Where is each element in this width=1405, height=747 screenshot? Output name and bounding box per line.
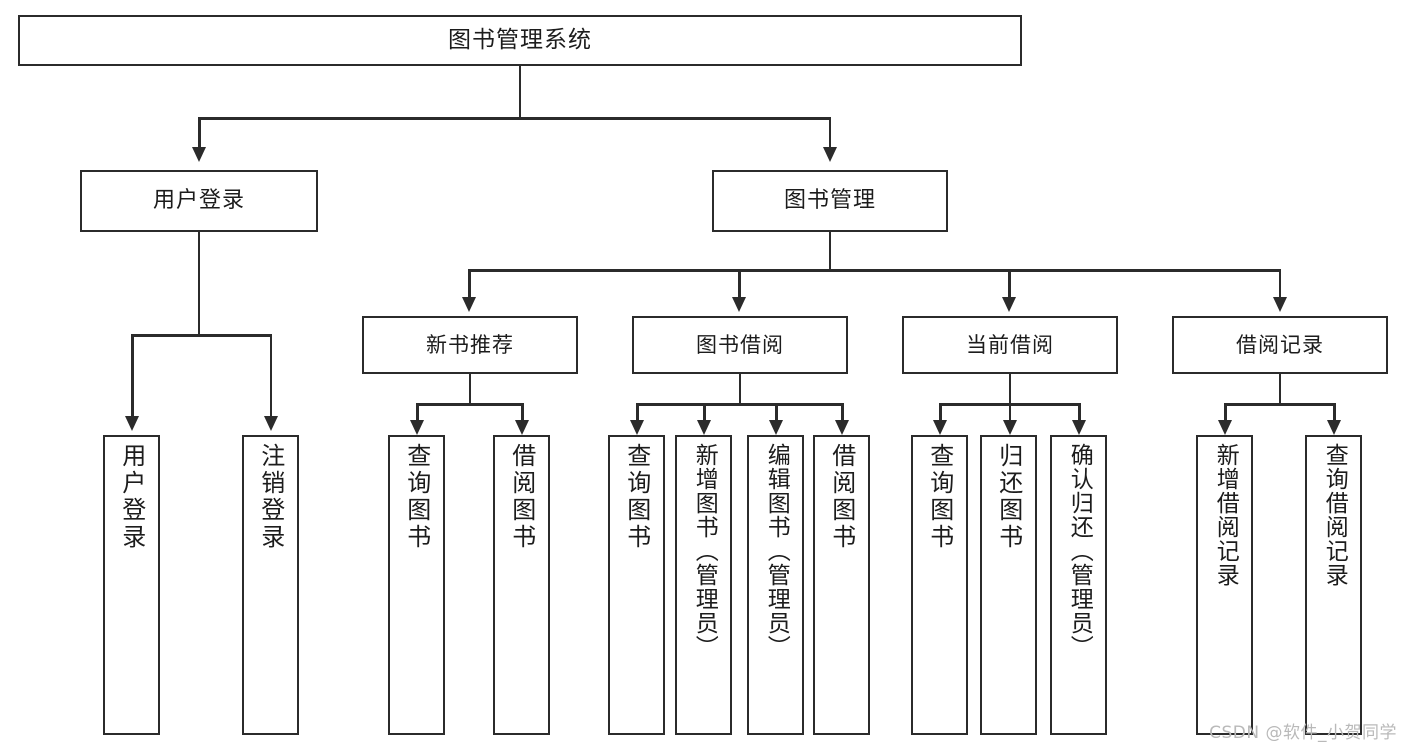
leaf-add-book-admin[interactable]: 新增图书（管理员） (675, 435, 732, 735)
node-label: 编辑图书（管理员） (763, 443, 790, 659)
connector-current-borrow-stem (1008, 374, 1012, 405)
connector-borrow-record-stem (1278, 374, 1282, 405)
arrowhead-to-leaf-add-borrow-record (1218, 420, 1232, 435)
node-root-system[interactable]: 图书管理系统 (18, 15, 1022, 66)
node-label: 用户登录 (152, 188, 245, 214)
connector-br-to-leaf-1 (1224, 403, 1227, 422)
connector-bus-to-book-borrow (738, 269, 741, 299)
connector-bus-to-borrow-record (1278, 269, 1281, 299)
leaf-borrow-book-new-recommend[interactable]: 借阅图书 (493, 435, 550, 735)
node-label: 注销登录 (256, 443, 285, 551)
node-label: 图书管理系统 (448, 27, 592, 54)
connector-bb-to-leaf-2 (703, 403, 706, 422)
node-label: 新书推荐 (426, 332, 514, 357)
node-label: 图书管理 (783, 188, 876, 214)
node-label: 借阅记录 (1236, 332, 1324, 357)
node-book-management[interactable]: 图书管理 (712, 170, 948, 232)
leaf-query-book-current[interactable]: 查询图书 (911, 435, 968, 735)
connector-bus-to-current-borrow (1008, 269, 1011, 299)
connector-user-login-to-leaf-1 (131, 334, 134, 418)
connector-bb-to-leaf-4 (841, 403, 844, 422)
connector-level3-bus (468, 269, 1281, 272)
connector-root-to-user-login (198, 117, 201, 149)
connector-bb-to-leaf-1 (636, 403, 639, 422)
node-label: 当前借阅 (966, 332, 1054, 357)
arrowhead-to-leaf-user-login (125, 416, 139, 431)
leaf-query-borrow-record[interactable]: 查询借阅记录 (1305, 435, 1362, 735)
node-label: 查询借阅记录 (1321, 443, 1348, 587)
node-label: 查询图书 (622, 443, 651, 551)
connector-root-to-book-management (828, 117, 831, 149)
arrowhead-to-new-book-recommend (462, 297, 476, 312)
arrowhead-to-book-borrow (732, 297, 746, 312)
node-label: 图书借阅 (696, 332, 784, 357)
arrowhead-to-leaf-confirm-return-admin (1072, 420, 1086, 435)
node-label: 借阅图书 (827, 443, 856, 551)
arrowhead-to-leaf-query-book-1 (410, 420, 424, 435)
arrowhead-to-leaf-edit-book-admin (769, 420, 783, 435)
connector-borrow-record-bus (1224, 403, 1335, 406)
leaf-edit-book-admin[interactable]: 编辑图书（管理员） (747, 435, 804, 735)
arrowhead-to-borrow-record (1272, 297, 1287, 312)
connector-cb-to-leaf-2 (1008, 403, 1012, 422)
node-book-borrow[interactable]: 图书借阅 (632, 316, 848, 374)
leaf-confirm-return-admin[interactable]: 确认归还（管理员） (1050, 435, 1107, 735)
connector-bb-to-leaf-3 (775, 403, 778, 422)
arrowhead-to-leaf-logout-login (263, 416, 278, 431)
connector-root-bus (198, 117, 831, 120)
leaf-logout-login[interactable]: 注销登录 (242, 435, 299, 735)
connector-user-login-to-leaf-2 (269, 334, 272, 418)
leaf-query-book-new-recommend[interactable]: 查询图书 (388, 435, 445, 735)
connector-bus-to-new-book-recommend (468, 269, 471, 299)
node-borrow-record[interactable]: 借阅记录 (1172, 316, 1388, 374)
arrowhead-to-leaf-borrow-book-1 (515, 420, 529, 435)
node-user-login[interactable]: 用户登录 (80, 170, 318, 232)
connector-cb-to-leaf-3 (1078, 403, 1081, 422)
connector-user-login-bus (131, 334, 272, 337)
node-current-borrow[interactable]: 当前借阅 (902, 316, 1118, 374)
node-label: 确认归还（管理员） (1066, 443, 1093, 659)
node-label: 借阅图书 (507, 443, 536, 551)
connector-root-stem (518, 66, 522, 119)
leaf-add-borrow-record[interactable]: 新增借阅记录 (1196, 435, 1253, 735)
connector-book-borrow-stem (738, 374, 742, 405)
arrowhead-to-leaf-borrow-book-2 (835, 420, 849, 435)
node-label: 归还图书 (994, 443, 1023, 551)
leaf-user-login[interactable]: 用户登录 (103, 435, 160, 735)
arrowhead-to-user-login (192, 147, 206, 162)
connector-br-to-leaf-2 (1333, 403, 1336, 422)
node-label: 查询图书 (402, 443, 431, 551)
node-label: 用户登录 (117, 443, 146, 551)
node-label: 查询图书 (925, 443, 954, 551)
node-new-book-recommend[interactable]: 新书推荐 (362, 316, 578, 374)
connector-cb-to-leaf-1 (939, 403, 942, 422)
arrowhead-to-leaf-query-book-3 (933, 420, 947, 435)
node-label: 新增借阅记录 (1212, 443, 1239, 587)
connector-nbr-to-leaf-2 (521, 403, 524, 422)
connector-nbr-to-leaf-1 (416, 403, 419, 422)
leaf-return-book[interactable]: 归还图书 (980, 435, 1037, 735)
csdn-watermark: CSDN @软件_小贺同学 (1209, 723, 1397, 743)
connector-book-borrow-bus (636, 403, 842, 406)
node-label: 新增图书（管理员） (691, 443, 718, 659)
arrowhead-to-leaf-add-book-admin (697, 420, 711, 435)
arrowhead-to-leaf-query-borrow-record (1327, 420, 1341, 435)
connector-book-management-stem (828, 232, 831, 271)
arrowhead-to-leaf-return-book (1002, 420, 1017, 435)
connector-new-book-recommend-bus (416, 403, 523, 406)
arrowhead-to-current-borrow (1002, 297, 1016, 312)
arrowhead-to-leaf-query-book-2 (630, 420, 644, 435)
leaf-borrow-book-borrow[interactable]: 借阅图书 (813, 435, 870, 735)
connector-user-login-stem (197, 232, 201, 336)
connector-new-book-recommend-stem (468, 374, 472, 405)
arrowhead-to-book-management (822, 147, 837, 162)
leaf-query-book-borrow[interactable]: 查询图书 (608, 435, 665, 735)
